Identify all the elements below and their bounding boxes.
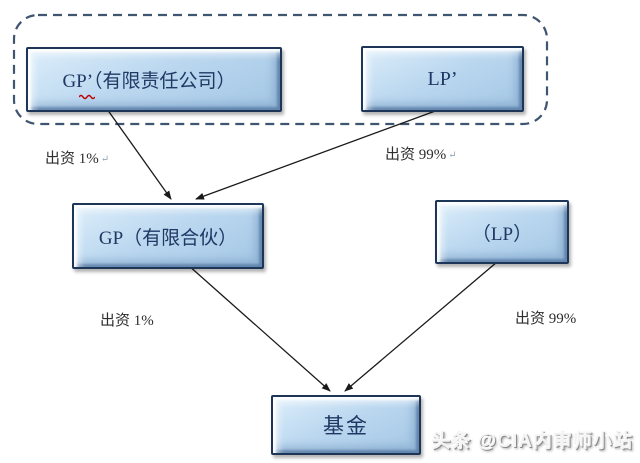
watermark-toutiao: 头条 @CIA内审师小站	[431, 431, 633, 452]
node-gp-parent-label: GP’（有限责任公司）	[62, 71, 236, 92]
arrow-lp-parent-to-gp	[195, 109, 439, 200]
node-fund: 基金	[271, 395, 421, 455]
node-gp-label: GP（有限合伙）	[98, 227, 238, 249]
edge-label-contribution-1pct-lower: 出资 1%	[100, 309, 156, 330]
node-lp-parent-label: LP’	[427, 67, 458, 90]
arrow-gp-parent-to-gp	[106, 108, 172, 200]
node-lp-parent: LP’	[361, 46, 524, 112]
edge-label-text: 出资 1%	[45, 151, 99, 167]
paragraph-return-mark: ↵	[448, 150, 457, 161]
edge-label-text: 出资 99%	[515, 311, 577, 327]
edge-label-text: 出资 99%	[385, 147, 447, 163]
node-gp-parent: GP’（有限责任公司）	[26, 47, 282, 112]
edge-label-contribution-99pct-lower: 出资 99%	[515, 307, 578, 328]
edge-label-text: 出资 1%	[100, 313, 154, 329]
node-gp: GP（有限合伙）	[72, 203, 264, 269]
parent-group-dashed-border	[12, 13, 549, 126]
node-lp-label: （LP）	[471, 223, 533, 245]
edge-label-contribution-1pct-upper: 出资 1%↵	[45, 147, 109, 168]
spellcheck-squiggle-icon	[79, 94, 95, 100]
edge-label-contribution-99pct-upper: 出资 99%↵	[385, 143, 457, 164]
arrow-gp-to-fund	[187, 264, 331, 392]
arrow-lp-to-fund	[344, 261, 498, 392]
node-fund-label: 基金	[323, 414, 369, 438]
node-lp: （LP）	[435, 200, 569, 264]
paragraph-return-mark: ↵	[100, 154, 110, 165]
